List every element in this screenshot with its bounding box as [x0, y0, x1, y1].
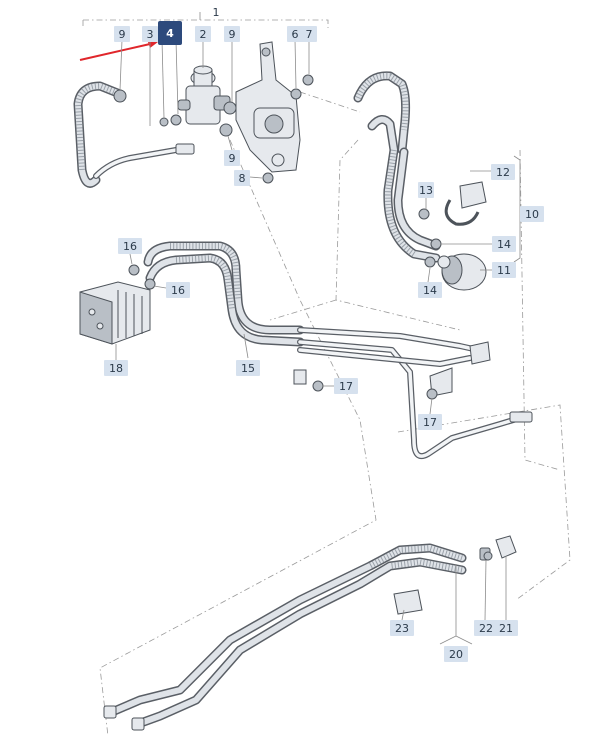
callout-number: 15: [241, 362, 255, 375]
callout-1[interactable]: 1: [209, 6, 223, 19]
callout-number: 8: [239, 172, 246, 185]
callout-number: 3: [147, 28, 154, 41]
callout-box: [287, 26, 303, 42]
hoses: [73, 71, 523, 729]
callout-number: 9: [229, 28, 236, 41]
callout-23[interactable]: 23: [390, 620, 414, 636]
callout-number: 22: [479, 622, 493, 635]
callout-15[interactable]: 15: [236, 360, 260, 376]
callout-8[interactable]: 8: [234, 170, 250, 186]
callout-box: [166, 282, 190, 298]
hose-end-fitting-b: [131, 717, 145, 731]
pipe-end-fitting-right: [509, 411, 533, 423]
callout-9[interactable]: 9: [224, 26, 240, 42]
pointer-arrow: [79, 39, 158, 61]
callout-9[interactable]: 9: [114, 26, 130, 42]
callout-box: [236, 360, 260, 376]
hose-end-fitting-a: [103, 705, 117, 719]
callout-20[interactable]: 20: [444, 646, 468, 662]
callout-number: 20: [449, 648, 463, 661]
callout-box: [234, 170, 250, 186]
group-boundary-lines: [82, 19, 571, 736]
callout-box: [418, 282, 442, 298]
elbow-connector: [495, 535, 517, 559]
clamp-bracket: [444, 181, 487, 226]
callout-box: [390, 620, 414, 636]
pipe-end-fitting: [175, 143, 195, 155]
callout-14[interactable]: 14: [418, 282, 442, 298]
callout-18[interactable]: 18: [104, 360, 128, 376]
hose-clip: [293, 369, 307, 385]
callout-2[interactable]: 2: [195, 26, 211, 42]
callout-number: 6: [292, 28, 299, 41]
callout-17[interactable]: 17: [418, 414, 442, 430]
callout-box: [224, 26, 240, 42]
callout-number: 10: [525, 208, 539, 221]
callout-number: 13: [419, 184, 433, 197]
callout-22[interactable]: 22: [474, 620, 498, 636]
callout-10[interactable]: 10: [520, 206, 544, 222]
callout-number: 7: [306, 28, 313, 41]
callout-box: [209, 6, 223, 18]
callout-number: 12: [496, 166, 510, 179]
callout-number: 17: [339, 380, 353, 393]
callout-number: 9: [119, 28, 126, 41]
callout-number: 16: [171, 284, 185, 297]
callout-number: 11: [497, 264, 511, 277]
callout-box: [492, 236, 516, 252]
callout-7[interactable]: 7: [301, 26, 317, 42]
callout-number: 23: [395, 622, 409, 635]
callout-number: 18: [109, 362, 123, 375]
callout-6[interactable]: 6: [287, 26, 303, 42]
callout-number: 1: [213, 6, 220, 19]
oil-cooler: [79, 281, 151, 345]
callout-box: [334, 378, 358, 394]
callout-16[interactable]: 16: [166, 282, 190, 298]
callout-21[interactable]: 21: [494, 620, 518, 636]
callout-12[interactable]: 12: [491, 164, 515, 180]
callout-box: [301, 26, 317, 42]
callout-selected-4[interactable]: 4: [158, 21, 182, 45]
electric-pump: [437, 253, 487, 291]
callout-box: [474, 620, 498, 636]
callout-11[interactable]: 11: [492, 262, 516, 278]
hose-holder: [393, 589, 423, 615]
callout-14[interactable]: 14: [492, 236, 516, 252]
callout-16[interactable]: 16: [118, 238, 142, 254]
callout-number: 16: [123, 240, 137, 253]
junction-fitting: [429, 341, 491, 397]
leader-lines: [115, 12, 526, 645]
callout-box: [195, 26, 211, 42]
callout-9[interactable]: 9: [224, 150, 240, 166]
callout-box: [520, 206, 544, 222]
callout-box: [494, 620, 518, 636]
callout-number: 21: [499, 622, 513, 635]
callout-box: [418, 182, 434, 198]
callout-box: [158, 21, 182, 45]
pump-bracket: [235, 41, 301, 173]
callout-box: [114, 26, 130, 42]
callout-17[interactable]: 17: [334, 378, 358, 394]
callout-number: 14: [423, 284, 437, 297]
callout-13[interactable]: 13: [418, 182, 434, 198]
callout-number: 2: [200, 28, 207, 41]
callout-box: [444, 646, 468, 662]
callout-number: 17: [423, 416, 437, 429]
callout-box: [142, 26, 158, 42]
callout-box: [418, 414, 442, 430]
callout-3[interactable]: 3: [142, 26, 158, 42]
callout-box: [118, 238, 142, 254]
components: [79, 41, 533, 731]
callout-number: 9: [229, 152, 236, 165]
callout-number: 4: [166, 27, 174, 40]
callout-box: [224, 150, 240, 166]
valve-block: [177, 65, 231, 125]
callout-box: [492, 262, 516, 278]
callout-number: 14: [497, 238, 511, 251]
callout-box: [104, 360, 128, 376]
callout-box: [491, 164, 515, 180]
